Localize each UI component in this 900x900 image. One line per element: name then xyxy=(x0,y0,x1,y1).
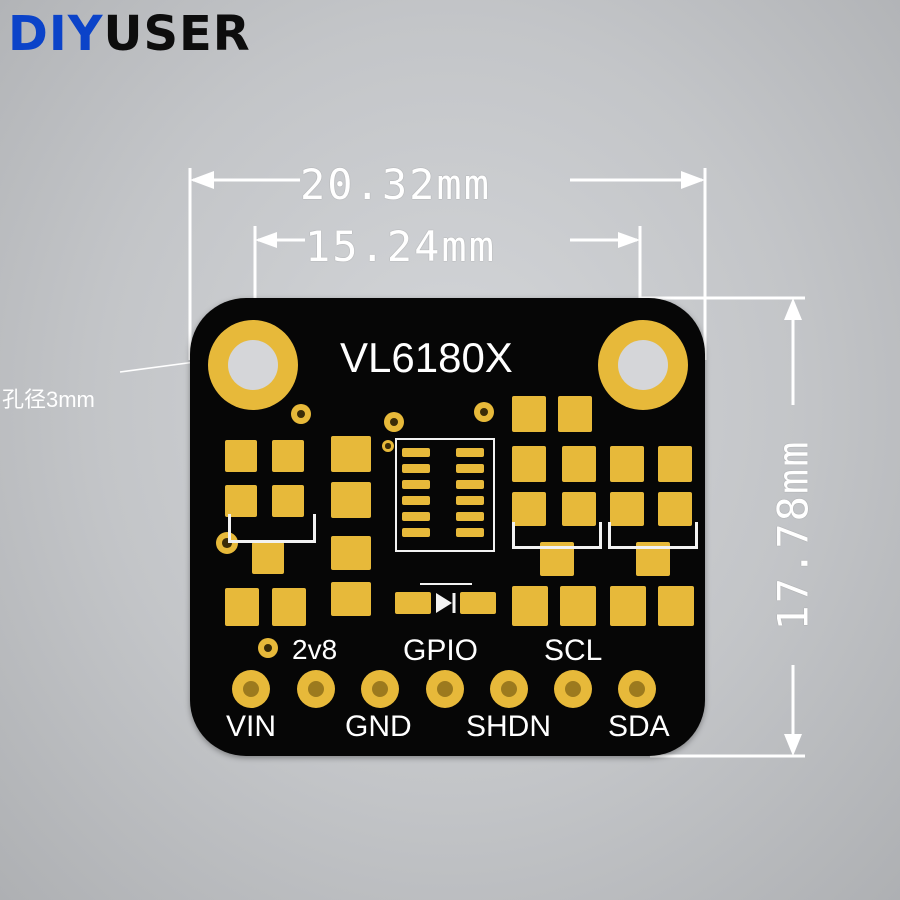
pin-label-gnd: GND xyxy=(345,710,412,743)
smd-pad xyxy=(225,588,259,626)
pin-label-2v8: 2v8 xyxy=(292,634,338,665)
smd-pad xyxy=(558,396,592,432)
smd-pad xyxy=(610,492,644,526)
smd-pad xyxy=(331,536,371,570)
smd-pad xyxy=(658,492,692,526)
smd-pad xyxy=(512,446,546,482)
pin-label-shdn: SHDN xyxy=(466,710,552,743)
smd-pad xyxy=(512,396,546,432)
smd-pad xyxy=(658,586,694,626)
smd-pad xyxy=(610,586,646,626)
hole-diameter-label: 孔径3mm xyxy=(2,387,95,412)
pin-label-scl: SCL xyxy=(544,634,603,667)
sensor-pad xyxy=(456,528,484,537)
smd-pad xyxy=(610,446,644,482)
width-holes-label: 15.24mm xyxy=(305,222,497,271)
silkscreen-outline xyxy=(228,514,316,543)
sensor-pad xyxy=(456,496,484,505)
sensor-pad xyxy=(456,480,484,489)
sensor-footprint-outline xyxy=(395,438,495,552)
sensor-pad xyxy=(402,480,430,489)
via xyxy=(291,404,311,424)
diode-pad xyxy=(460,592,496,614)
height-label: 17.78mm xyxy=(768,439,818,631)
sensor-pad xyxy=(402,464,430,473)
mounting-hole-left xyxy=(208,320,298,410)
header-pin-gpio xyxy=(426,670,464,708)
sensor-pad xyxy=(402,528,430,537)
brand-logo-part2: USER xyxy=(103,6,251,62)
smd-pad xyxy=(658,446,692,482)
brand-logo: DIYUSER xyxy=(8,4,251,64)
pin-label-sda: SDA xyxy=(608,710,670,743)
header-pin-scl xyxy=(554,670,592,708)
sensor-pad xyxy=(456,448,484,457)
diode-pad xyxy=(395,592,431,614)
smd-pad xyxy=(331,582,371,616)
sensor-pad xyxy=(456,512,484,521)
header-pin-sda xyxy=(618,670,656,708)
smd-pad xyxy=(560,586,596,626)
width-outer-label: 20.32mm xyxy=(300,160,492,209)
smd-pad xyxy=(225,440,257,472)
silkscreen-outline xyxy=(512,522,602,549)
pin-label-vin: VIN xyxy=(226,710,277,743)
via xyxy=(384,412,404,432)
smd-pad xyxy=(562,446,596,482)
diode-icon xyxy=(436,593,456,613)
via xyxy=(258,638,278,658)
brand-logo-part1: DIY xyxy=(8,6,104,62)
smd-pad xyxy=(512,492,546,526)
smd-pad xyxy=(272,588,306,626)
silkscreen-outline xyxy=(608,522,698,549)
sensor-pad xyxy=(402,448,430,457)
pin-label-gpio: GPIO xyxy=(403,634,479,667)
sensor-pad xyxy=(402,512,430,521)
smd-pad xyxy=(272,485,304,517)
header-pin-2v8 xyxy=(297,670,335,708)
smd-pad xyxy=(512,586,548,626)
pcb-board: VL6180X xyxy=(190,298,705,756)
header-pin-vin xyxy=(232,670,270,708)
smd-pad xyxy=(225,485,257,517)
header-pin-gnd xyxy=(361,670,399,708)
sensor-pad xyxy=(456,464,484,473)
smd-pad xyxy=(331,436,371,472)
sensor-pad xyxy=(402,496,430,505)
via xyxy=(216,532,238,554)
board-title: VL6180X xyxy=(340,334,513,381)
smd-pad xyxy=(272,440,304,472)
mounting-hole-right xyxy=(598,320,688,410)
via xyxy=(474,402,494,422)
silkscreen-line xyxy=(420,583,472,585)
pin1-marker xyxy=(382,440,394,452)
smd-pad xyxy=(331,482,371,518)
header-pin-shdn xyxy=(490,670,528,708)
smd-pad xyxy=(252,542,284,574)
smd-pad xyxy=(562,492,596,526)
